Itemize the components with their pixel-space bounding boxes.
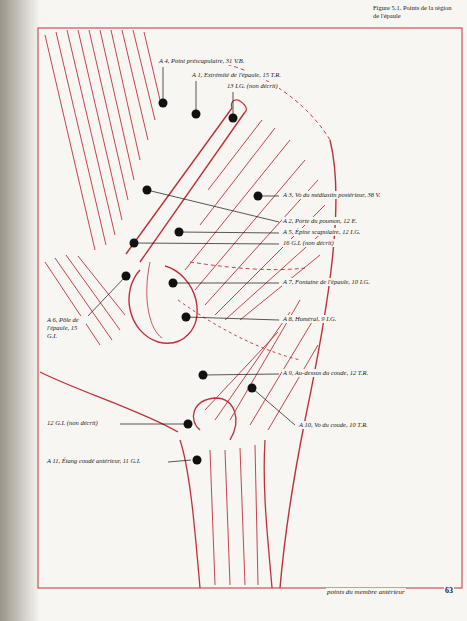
leader-lines: [88, 67, 295, 462]
point-label: A 7, Fontaine de l'épaule, 10 I.G.: [282, 278, 371, 286]
point-label: A 10, Vo du coude, 10 T.R.: [298, 421, 369, 429]
point-label: A 6, Pôle de l'épaule, 15 G.I.: [46, 316, 86, 340]
point-label: 13 I.G. (non décrit): [226, 82, 279, 90]
point-label: A 8, Huméral, 9 I.G.: [282, 315, 337, 323]
page-footer: points du membre antérieur: [326, 588, 406, 596]
page-footer: 63: [444, 587, 454, 595]
point-label: 16 G.I. (non décrit): [282, 239, 335, 247]
acupoint-dots: [122, 99, 263, 465]
point-label: A 2, Porte du poumon, 12 E.: [282, 217, 358, 225]
point-label: A 11, Étang coudé antérieur, 11 G.I.: [46, 457, 142, 465]
page-gutter: [0, 0, 40, 621]
figure-title: Figure 5.1. Points de la région de l'épa…: [372, 4, 460, 20]
point-label: 12 G.I. (non décrit): [46, 419, 99, 427]
point-label: A 3, Vo du médiastin postérieur, 38 V.: [282, 191, 381, 199]
point-label: A 4, Point préscapulaire, 31 V.B.: [158, 57, 245, 65]
point-label: A 5, Épine scapulaire, 12 I.G.: [282, 228, 361, 236]
figure-frame: [38, 28, 462, 588]
muscle-drawing: [40, 30, 336, 588]
point-label: A 9, Au-dessus du coude, 12 T.R.: [282, 369, 369, 377]
point-label: A 1, Extrémité de l'épaule, 15 T.R.: [191, 71, 282, 79]
